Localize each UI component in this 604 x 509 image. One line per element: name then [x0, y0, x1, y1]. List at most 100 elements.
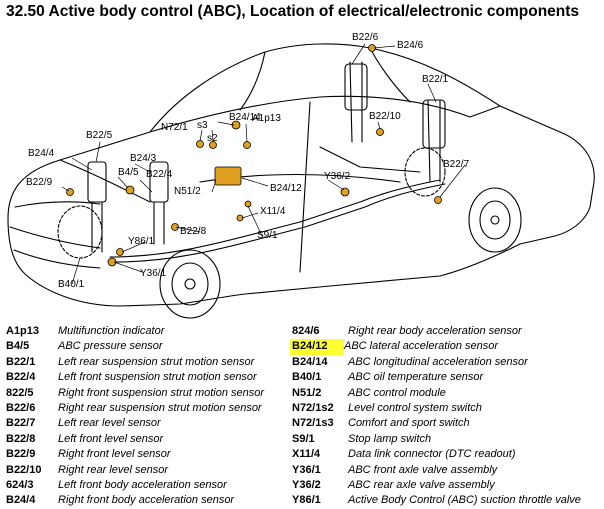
callout-label: s3 — [197, 120, 208, 131]
legend-code: B22/6 — [6, 401, 36, 414]
legend-row: B22/4 Left front suspension strut motion … — [6, 370, 264, 385]
hydraulic-line — [114, 183, 446, 263]
callout-label: B24/6 — [397, 40, 424, 51]
callout-label: N72/1 — [161, 122, 188, 133]
legend-code: B22/4 — [6, 371, 36, 384]
window-line — [239, 51, 266, 111]
rear-strut — [427, 99, 441, 183]
legend-code: X11/4 — [292, 448, 321, 461]
rear-wheel-rim — [479, 200, 511, 240]
window-line — [369, 47, 411, 103]
legend-description: Left front body acceleration sensor — [58, 478, 227, 491]
legend-description: Right rear level sensor — [58, 463, 169, 476]
components — [66, 44, 442, 267]
callout-label: B24/3 — [130, 153, 157, 164]
legend-description: Left front suspension strut motion senso… — [58, 371, 257, 384]
legend-description: Data link connector (DTC readout) — [348, 448, 516, 461]
leader-lines — [61, 43, 466, 285]
legend-row: B22/10 Right rear level sensor — [6, 463, 264, 478]
legend-code: B24/4 — [6, 494, 36, 507]
legend-code: Y36/2 — [292, 478, 321, 491]
legend-code: B22/7 — [6, 417, 36, 430]
legend-code: B24/14 — [292, 355, 328, 368]
legend-code: B4/5 — [6, 340, 30, 353]
legend-description: Comfort and sport switch — [348, 417, 470, 430]
legend-row: B22/7 Left rear level sensor — [6, 416, 264, 431]
callout-label: B22/6 — [352, 32, 379, 43]
callout-label: X11/4 — [260, 206, 286, 217]
legend-right: 824/6 Right rear body acceleration sensor… — [290, 324, 581, 509]
legend-code: B22/9 — [6, 448, 36, 461]
legend-description: Right front level sensor — [58, 448, 171, 461]
legend-row: 824/6 Right rear body acceleration sensor — [292, 324, 581, 339]
callout-label: B24/12 — [270, 183, 302, 194]
callout-label: s2 — [207, 133, 218, 144]
bumper-line — [13, 249, 101, 269]
legend-code: 822/5 — [6, 386, 34, 399]
legend-row: X11/4 Data link connector (DTC readout) — [292, 447, 581, 462]
control-module-n51-2 — [214, 166, 242, 186]
callout-label: B22/5 — [86, 130, 113, 141]
legend-description: ABC lateral acceleration sensor — [344, 340, 499, 353]
callout-label: B24/14 — [229, 112, 261, 123]
callout-label: B22/4 — [146, 169, 173, 180]
callout-label: Y86/1 — [128, 236, 155, 247]
legend-description: Right front suspension strut motion sens… — [58, 386, 265, 399]
legend-row: Y86/1 Active Body Control (ABC) suction t… — [292, 493, 581, 508]
legend-description: Right rear suspension strut motion senso… — [58, 401, 262, 414]
legend-row: 624/3 Left front body acceleration sensor — [6, 478, 264, 493]
legend-description: ABC rear axle valve assembly — [348, 478, 495, 491]
legend-description: ABC pressure sensor — [58, 340, 163, 353]
callout-label: B40/1 — [58, 279, 85, 290]
hydraulic-line — [109, 179, 441, 258]
legend-description: Left rear suspension strut motion sensor — [58, 355, 255, 368]
callout-label: B22/10 — [369, 111, 401, 122]
legend-code: B22/10 — [6, 463, 42, 476]
legend-row: N72/1s3 Comfort and sport switch — [292, 416, 581, 431]
legend-row: B4/5 ABC pressure sensor — [6, 339, 264, 354]
legend-code: 624/3 — [6, 478, 34, 491]
legend-row: B24/4 Right front body acceleration senso… — [6, 493, 264, 508]
legend-description: ABC longitudinal acceleration sensor — [348, 355, 528, 368]
legend-description: Multifunction indicator — [58, 325, 165, 337]
legend-description: ABC control module — [348, 386, 446, 399]
rear-strut — [349, 61, 363, 143]
legend-description: Right front body acceleration sensor — [58, 494, 235, 507]
hydraulic-line — [319, 146, 421, 173]
callout-label: N51/2 — [174, 186, 201, 197]
legend-row: B22/6 Right rear suspension strut motion … — [6, 401, 264, 416]
callout-label: A1p13 — [252, 113, 281, 124]
legend-row: 822/5 Right front suspension strut motion… — [6, 386, 264, 401]
legend-row: Y36/2 ABC rear axle valve assembly — [292, 478, 581, 493]
callout-label: Y36/2 — [324, 171, 351, 182]
legend-description: Level control system switch — [348, 401, 482, 414]
callout-label: Y36/1 — [140, 268, 167, 279]
window-line — [149, 95, 501, 133]
callout-label: B4/5 — [118, 167, 139, 178]
component-location-diagram: B22/6 B24/6 B22/1 B24/14 N72/1 s3 s2 A1p… — [7, 32, 595, 319]
legend-code: Y86/1 — [292, 494, 321, 507]
rear-wheel — [468, 187, 522, 253]
legend-code: 824/6 — [292, 325, 320, 337]
hood-line — [14, 201, 101, 208]
legend-description: ABC front axle valve assembly — [348, 463, 498, 476]
car-body-outline — [7, 43, 595, 307]
callout-label: B24/4 — [28, 148, 55, 159]
legend-description: Active Body Control (ABC) suction thrott… — [348, 494, 581, 507]
front-wheel-rim — [171, 262, 209, 306]
legend-row: B22/9 Right front level sensor — [6, 447, 264, 462]
legend-description: Stop lamp switch — [348, 432, 432, 445]
front-wheel — [159, 249, 221, 319]
legend-code: N72/1s2 — [292, 401, 334, 414]
legend-code: N72/1s3 — [292, 417, 334, 430]
legend-description: Left rear level sensor — [58, 417, 161, 430]
legend-description: Right rear body acceleration sensor — [348, 325, 522, 337]
legend-row: B24/14 ABC longitudinal acceleration sens… — [292, 355, 581, 370]
bumper-line — [9, 226, 101, 249]
page-title: 32.50 Active body control (ABC), Locatio… — [6, 3, 580, 20]
